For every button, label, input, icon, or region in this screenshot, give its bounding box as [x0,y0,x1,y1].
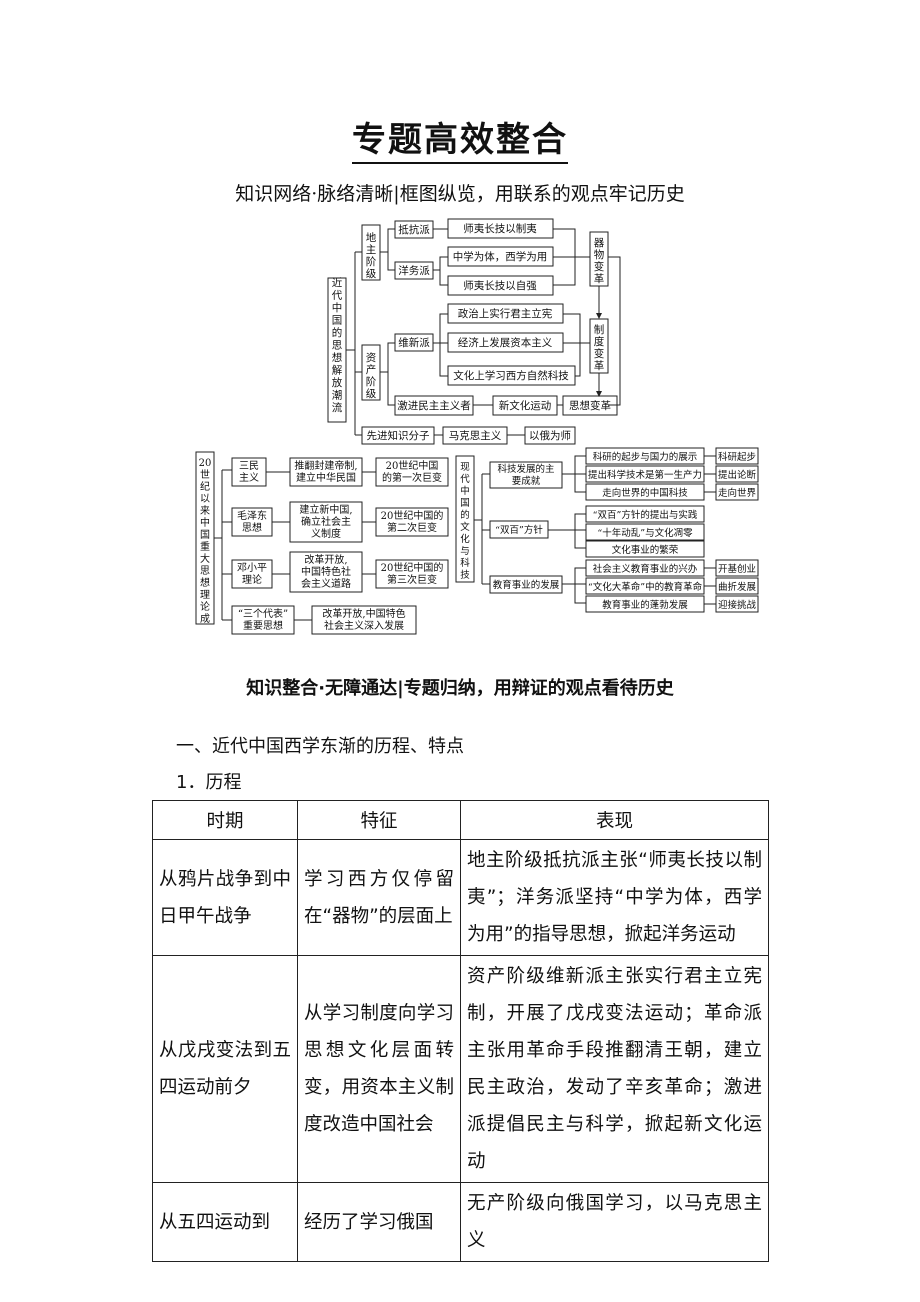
knowledge-diagram: 近代中国的思想解放潮流 地主阶级 抵抗派 洋务派 师夷长技以制夷 中学为体，西学… [195,218,759,635]
d3-edu-2: “文化大革命”中的教育革命 [588,581,703,593]
d3-sci-3: 走向世界的中国科技 [602,487,688,499]
d2-three-a: 改革开放,中国特色社会主义深入发展 [322,607,405,632]
section-heading: 一、近代中国西学东渐的历程、特点 [176,736,464,757]
d2-mao: 毛泽东思想 [237,509,267,534]
table-header-row: 时期 特征 表现 [152,800,769,840]
d3-sci-3r: 走向世界 [718,487,757,499]
d3-edu: 教育事业的发展 [493,579,560,591]
d1-west-item2: 师夷长技以自强 [463,279,537,292]
d1-zhidu: 制度变革 [594,323,605,372]
d2-mao-a: 建立新中国,确立社会主义制度 [299,503,352,540]
d1-resist-item: 师夷长技以制夷 [463,222,537,235]
d3-edu-3r: 迎接挑战 [718,599,757,611]
d1-russia: 以俄为师 [529,429,571,442]
table-cell: 从学习制度向学习思想文化层面转变，用资本主义制度改造中国社会 [297,955,461,1183]
d3-edu-1: 社会主义教育事业的兴办 [593,563,698,575]
page-title: 专题高效整合 [0,112,920,164]
d3-shuang: “双百”方针 [495,524,543,536]
d3-sci-2: 提出科学技术是第一生产力 [588,469,702,481]
d1-resist: 抵抗派 [398,223,430,236]
table-row: 从戊戌变法到五四运动前夕 从学习制度向学习思想文化层面转变，用资本主义制度改造中… [152,955,769,1183]
d1-root-label: 近代中国的思想解放潮流 [332,276,343,414]
d3-sh-3: 文化事业的繁荣 [612,544,679,556]
subtitle-knowledge-integration: 知识整合·无障通达|专题归纳，用辩证的观点看待历史 [246,678,674,699]
d2-deng-a: 改革开放,中国特色社会主义道路 [301,553,351,590]
d2-sanmin: 三民主义 [239,460,259,484]
table-cell: 资产阶级维新派主张实行君主立宪制，开展了戊戌变法运动；革命派主张用革命手段推翻清… [460,955,769,1183]
d3-edu-3: 教育事业的蓬勃发展 [602,599,688,611]
d3-sci-1r: 科研起步 [718,451,756,463]
d1-radical: 激进民主主义者 [397,399,471,412]
d3-sci-1: 科研的起步与国力的展示 [593,451,698,463]
d1-reform-item3: 文化上学习西方自然科技 [453,369,569,382]
d3-sh-1: “双百”方针的提出与实践 [593,509,698,521]
d1-qiwu: 器物变革 [594,237,605,285]
d1-landlord: 地主阶级 [366,231,377,280]
d2-deng: 邓小平理论 [237,562,267,586]
table-row: 从鸦片战争到中日甲午战争 学习西方仅停留在“器物”的层面上 地主阶级抵抗派主张“… [152,839,769,956]
table-header: 时期 [152,800,298,840]
d1-bourgeois: 资产阶级 [366,352,377,400]
table-cell: 从戊戌变法到五四运动前夕 [152,955,298,1183]
d2-deng-b: 20世纪中国的第三次巨变 [381,561,444,586]
subsection-heading: 1．历程 [176,772,242,793]
table-cell: 从鸦片战争到中日甲午战争 [152,839,298,956]
table-row: 从五四运动到 经历了学习俄国 无产阶级向俄国学习，以马克思主义 [152,1182,769,1262]
d2-sanmin-a: 推翻封建帝制,建立中华民国 [294,459,357,484]
d2-three: “三个代表”重要思想 [238,607,288,632]
diagram-1: 近代中国的思想解放潮流 地主阶级 抵抗派 洋务派 师夷长技以制夷 中学为体，西学… [327,218,621,445]
table-cell: 经历了学习俄国 [297,1182,461,1262]
history-table: 时期 特征 表现 从鸦片战争到中日甲午战争 学习西方仅停留在“器物”的层面上 地… [152,800,769,1262]
table-cell: 学习西方仅停留在“器物”的层面上 [297,839,461,956]
d2-mao-b: 20世纪中国的第二次巨变 [381,509,444,534]
table-cell: 无产阶级向俄国学习，以马克思主义 [460,1182,769,1262]
d1-marx: 马克思主义 [449,430,502,442]
d3-edu-2r: 曲折发展 [718,581,757,593]
diagram-3: 现代中国的文化与科技 科技发展的主要成就 “双百”方针 教育事业的发展 科研的起… [455,447,759,613]
table-cell: 地主阶级抵抗派主张“师夷长技以制夷”；洋务派坚持“中学为体，西学为用”的指导思想… [460,839,769,956]
subtitle-knowledge-network: 知识网络·脉络清晰|框图纵览，用联系的观点牢记历史 [235,183,685,205]
d1-west-item1: 中学为体，西学为用 [453,250,548,263]
d1-westernize: 洋务派 [398,264,430,277]
d1-reform: 维新派 [398,336,430,349]
table-cell: 从五四运动到 [152,1182,298,1262]
d1-reform-item1: 政治上实行君主立宪 [458,307,553,320]
d3-sci-2r: 提出论断 [718,469,757,481]
d1-thought: 思想变革 [569,399,611,412]
d3-edu-1r: 开基创业 [718,563,756,575]
d1-newculture: 新文化运动 [499,399,552,412]
d3-sci: 科技发展的主要成就 [497,463,554,487]
d3-root-label: 现代中国的文化与科技 [460,462,470,581]
table-header: 表现 [460,800,769,840]
d1-pioneer: 先进知识分子 [367,429,430,442]
d3-sh-2: “十年动乱”与文化凋零 [597,527,693,539]
table-header: 特征 [297,800,461,840]
d1-reform-item2: 经济上发展资本主义 [458,336,553,349]
d2-sanmin-b: 20世纪中国的第一次巨变 [382,459,442,484]
